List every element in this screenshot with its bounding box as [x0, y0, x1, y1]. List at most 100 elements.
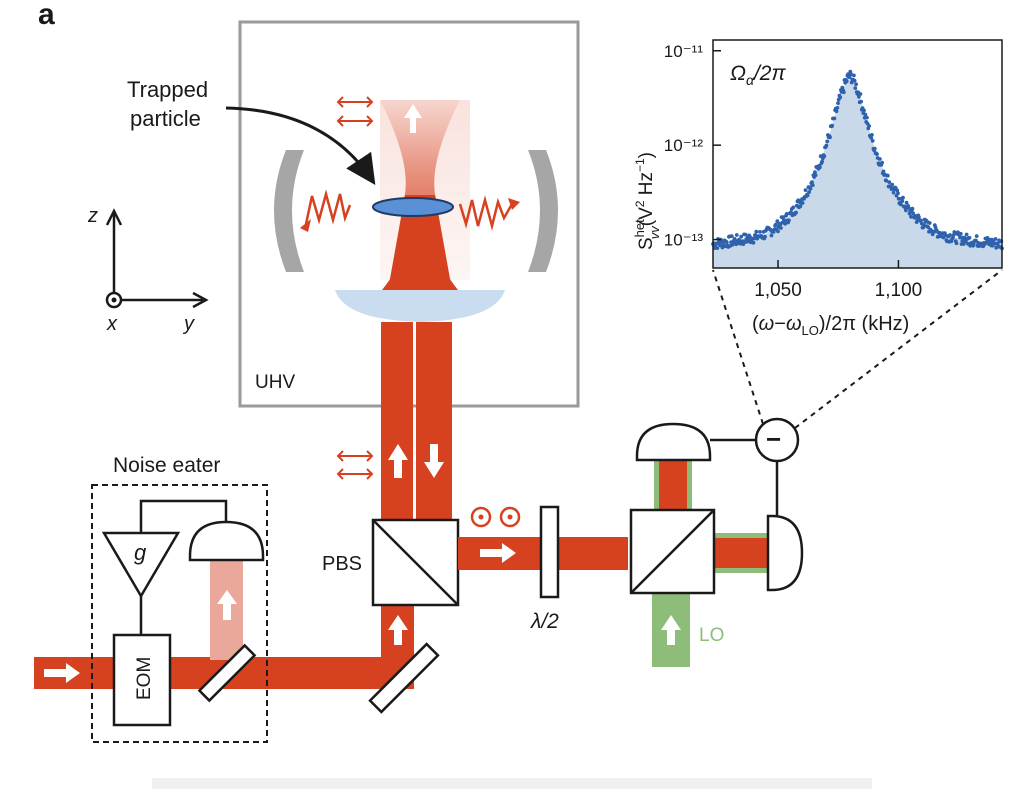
input-beam-arrow-icon: [44, 663, 80, 683]
spectrum-point: [890, 182, 895, 187]
spectrum-point: [852, 78, 857, 83]
beam-up-arrow-icon: [388, 444, 408, 478]
spectrum-point: [751, 240, 756, 245]
spectrum-point: [754, 229, 759, 234]
x-tick-label: 1,100: [875, 280, 923, 301]
trapped-particle-label-1: Trapped: [127, 77, 208, 102]
lo-arrow-icon: [661, 615, 681, 645]
heterodyne-bs-diagonal: [630, 509, 715, 594]
spectrum-point: [752, 236, 757, 241]
subtractor-icon: −: [766, 424, 781, 454]
spectrum-point: [859, 99, 863, 104]
spectrum-point: [878, 157, 882, 161]
spectrum-point: [784, 212, 789, 216]
polarization-dot-2: [507, 514, 513, 520]
panel-label: a: [38, 0, 55, 31]
spectrum-point: [863, 112, 868, 117]
spectrum-point: [964, 232, 969, 237]
spectrum-point: [962, 235, 967, 240]
spectrum-point: [787, 218, 791, 223]
spectrum-point: [887, 180, 892, 185]
spectrum-point: [813, 173, 818, 178]
detector-wires: [710, 438, 779, 516]
spectrum-point: [884, 178, 889, 183]
spectrum-point: [782, 218, 787, 223]
axis-z-label: z: [87, 205, 98, 227]
spectrum-point: [901, 195, 905, 200]
spectrum-point: [926, 225, 931, 230]
spectrum-point: [841, 90, 846, 95]
output-beam-arrow-icon: [480, 543, 516, 563]
spectrum-point: [774, 222, 778, 227]
y-tick-label: 10⁻¹³: [664, 231, 704, 250]
spectrum-point: [870, 133, 874, 137]
particle-pointer-arrow: [225, 106, 376, 185]
spectrum-point: [958, 231, 963, 236]
spectrum-point: [900, 199, 905, 204]
spectrum-point: [838, 95, 843, 100]
bottom-strip: [152, 778, 872, 789]
spectrum-point: [836, 101, 840, 105]
spectrum-point: [896, 196, 901, 201]
spectrum-point: [865, 115, 869, 120]
spectrum-point: [820, 159, 824, 164]
spectrum-point: [857, 94, 861, 99]
scatter-left-wave: [304, 189, 352, 225]
spectrum-point: [849, 72, 853, 77]
lo-label: LO: [699, 625, 724, 646]
spectrum-ylabel: Shetvv(V2 Hz−1): [632, 152, 662, 250]
spectrum-point: [783, 221, 788, 226]
x-tick-label: 1,050: [754, 280, 802, 301]
spectrum-point: [904, 208, 908, 213]
pbs-label: PBS: [322, 553, 362, 575]
subtractor: [754, 417, 800, 463]
coordinate-axes: [105, 208, 209, 309]
spectrum-point: [789, 210, 793, 215]
spectrum-point: [776, 229, 780, 234]
spectrum-title: Ωα/2π: [730, 62, 786, 88]
zoom-line-right: [794, 269, 1003, 429]
spectrum-point: [967, 235, 972, 240]
spectrum-point: [862, 108, 866, 113]
spectrum-point: [960, 239, 965, 243]
left-cavity-mirror: [274, 150, 304, 272]
spectrum-point: [822, 154, 827, 159]
spectrum-point: [724, 240, 729, 245]
scatter-right-wave: [458, 195, 514, 231]
spectrum-point: [911, 211, 915, 216]
spectrum-point: [828, 135, 832, 140]
spectrum-point: [858, 92, 863, 96]
spectrum-point: [813, 170, 817, 175]
spectrum-point: [832, 116, 837, 121]
spectrum-point: [739, 234, 744, 239]
spectrum-point: [847, 75, 852, 79]
spectrum-point: [919, 218, 923, 223]
spectrum-point: [869, 136, 874, 140]
spectrum-point: [732, 237, 737, 241]
spectrum-point: [835, 106, 840, 110]
half-wave-plate: [539, 505, 560, 599]
eom-label: EOM: [134, 657, 155, 700]
trapped-particle-label-2: particle: [130, 106, 201, 131]
spectrum-point: [824, 143, 829, 148]
polarization-double-arrow-2-icon: [336, 450, 374, 480]
spectrum-point: [844, 79, 849, 84]
beam-down-from-chamber: [416, 322, 452, 520]
gain-amplifier: [101, 531, 181, 599]
spectrum-point: [775, 219, 780, 224]
feedback-wire: [139, 499, 228, 533]
spectrum-point: [880, 160, 884, 165]
spectrum-point: [803, 188, 808, 193]
scatter-right-arrowhead: [508, 198, 520, 210]
beam-down-arrow-icon: [424, 444, 444, 478]
pickoff-arrow-icon: [217, 590, 237, 620]
spectrum-point: [974, 234, 979, 239]
spectrum-point: [810, 183, 815, 188]
spectrum-point: [875, 152, 879, 157]
spectrum-point: [715, 246, 720, 251]
spectrum-point: [872, 146, 877, 151]
spectrum-point: [834, 109, 839, 114]
spectrum-point: [794, 210, 798, 215]
right-detector: [766, 514, 804, 592]
polarization-out-of-page-icon: [470, 506, 521, 528]
